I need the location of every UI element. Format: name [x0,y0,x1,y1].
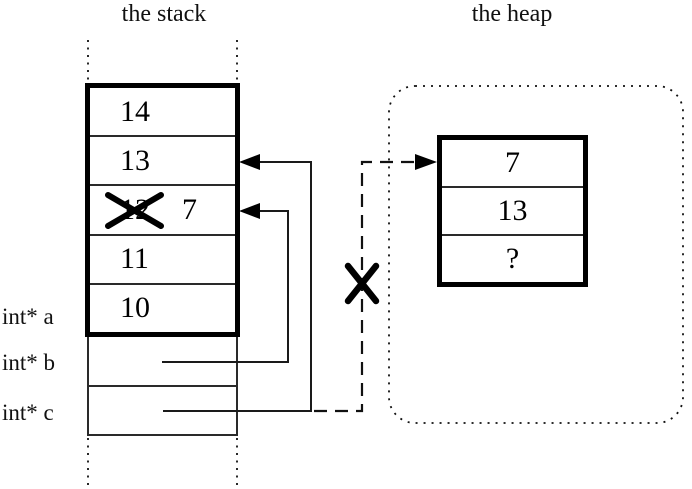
stack-cell-value: 11 [120,242,149,276]
pointer-cells-box [87,337,238,436]
heap-cell-value: 7 [505,146,520,179]
heap-cell-value: ? [505,242,520,275]
pointer-cell-b [89,337,236,387]
stack-cell-value: 10 [120,291,150,325]
heap-cell: 13 [442,188,583,236]
heap-block-box: 7 13 ? [437,135,588,287]
stack-cell-new-value: 7 [182,193,197,226]
stack-cell-value: 14 [120,94,150,128]
cross-out-pointer-icon [344,262,380,305]
arrowhead-left-icon [239,203,260,219]
stack-frame-box: 14 13 12 7 11 10 [85,83,240,337]
var-label-b: int* b [2,350,56,375]
arrowhead-right-icon [415,154,437,170]
stack-cell-overwritten: 12 7 [90,186,235,236]
var-label-c: int* c [2,400,54,425]
heap-cell-value: 13 [497,194,528,227]
stack-title: the stack [121,1,207,27]
var-label-a: int* a [2,304,54,329]
heap-cell: 7 [442,140,583,188]
dangling-pointer-arrow [314,154,437,413]
stack-cell: 10 [90,285,235,332]
stack-cell: 11 [90,236,235,285]
arrowhead-left-icon [239,154,260,170]
stack-cell-old-value: 12 [120,193,150,226]
stack-cell: 13 [90,137,235,187]
stack-cell-value: 13 [120,143,150,177]
pointer-cell-c [89,387,236,435]
heap-cell: ? [442,236,583,282]
heap-title: the heap [471,1,553,27]
stack-cell: 14 [90,88,235,138]
